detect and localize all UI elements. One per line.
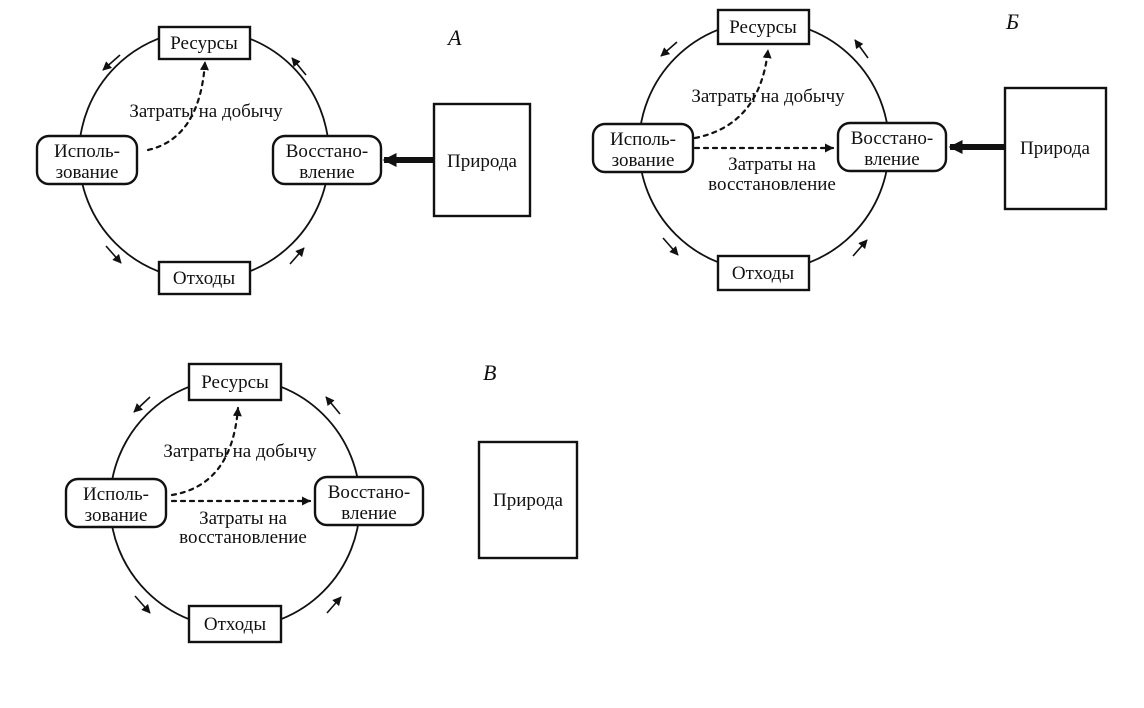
panel-b-nature-node xyxy=(1003,86,1108,211)
panel-a-resources-label: Ресурсы xyxy=(170,33,238,54)
panel-a-waste-label: Отходы xyxy=(173,268,235,289)
panel-a-use-label-1: Исполь- xyxy=(54,141,120,162)
panel-c-resources-node xyxy=(187,362,283,402)
panel-b-flow-arrow-bottom-left xyxy=(662,237,679,256)
panel-a: А Затраты на добычу Ресурсы Отходы Испол… xyxy=(35,25,532,296)
panel-c-use-label-1: Исполь- xyxy=(83,484,149,505)
panel-b-use-label-2: зование xyxy=(612,150,675,171)
panel-a-extraction-cost-label: Затраты на добычу xyxy=(129,101,283,122)
panel-b-restoration-cost-label-2: восстановление xyxy=(708,174,836,195)
panel-c-restoration-cost-label-1: Затраты на xyxy=(199,508,287,529)
panel-b-flow-arrow-top-left xyxy=(660,41,678,57)
panel-c-restore-label-1: Восстано- xyxy=(328,482,410,503)
panel-a-resources-node xyxy=(157,25,252,61)
panel-a-extraction-cost-arrow xyxy=(146,60,209,152)
panel-b-use-node xyxy=(591,122,695,174)
panel-a-nature-label: Природа xyxy=(447,151,518,172)
panel-c-flow-arrow-bottom-right xyxy=(326,596,342,614)
panel-b-flow-arrow-bottom-right xyxy=(852,239,868,257)
panel-a-flow-arrow-bottom-left xyxy=(105,245,122,264)
panel-b-resources-label: Ресурсы xyxy=(729,17,797,38)
panel-c-flow-arrow-top-right xyxy=(325,396,341,415)
panel-b: Б Затраты на добычу Затраты на восстанов… xyxy=(591,8,1108,292)
panel-b-extraction-cost-label: Затраты на добычу xyxy=(691,86,845,107)
panel-c-extraction-cost-label: Затраты на добычу xyxy=(163,441,317,462)
panel-c-restoration-cost-label-2: восстановление xyxy=(179,527,307,548)
panel-a-flow-arrow-bottom-right xyxy=(289,247,305,265)
panel-c-letter: В xyxy=(483,360,496,385)
panel-b-resources-node xyxy=(716,8,811,46)
panel-b-letter: Б xyxy=(1005,9,1019,34)
panel-c-restore-node xyxy=(313,475,425,527)
panel-a-restore-label-2: вление xyxy=(299,162,354,183)
panel-c-restore-label-2: вление xyxy=(341,503,396,524)
panel-c-resources-label: Ресурсы xyxy=(201,372,269,393)
panel-a-letter: А xyxy=(446,25,462,50)
panel-b-restore-label-1: Восстано- xyxy=(851,128,933,149)
panel-a-flow-arrow-top-left xyxy=(102,54,121,71)
panel-c-flow-arrow-bottom-left xyxy=(134,595,151,614)
panel-b-nature-label: Природа xyxy=(1020,138,1091,159)
panel-c-nature-label: Природа xyxy=(493,490,564,511)
panel-a-restore-label-1: Восстано- xyxy=(286,141,368,162)
panel-c-extraction-cost-arrow xyxy=(170,406,242,497)
panel-c: В Затраты на добычу Затраты на восстанов… xyxy=(64,360,579,644)
panel-b-restoration-cost-label-1: Затраты на xyxy=(728,154,816,175)
panel-b-flow-arrow-top-right xyxy=(854,39,869,59)
panel-a-use-label-2: зование xyxy=(56,162,119,183)
panel-a-waste-node xyxy=(157,260,252,296)
panel-a-restore-node xyxy=(271,134,383,186)
panel-c-waste-label: Отходы xyxy=(204,614,266,635)
panel-a-use-node xyxy=(35,134,139,186)
panel-a-flow-arrow-top-right xyxy=(291,57,307,76)
panel-b-restore-label-2: вление xyxy=(864,149,919,170)
panel-b-waste-node xyxy=(716,254,811,292)
panel-c-use-label-2: зование xyxy=(85,505,148,526)
panel-c-flow-arrow-top-left xyxy=(133,396,151,413)
panel-c-nature-node xyxy=(477,440,579,560)
panel-c-use-node xyxy=(64,477,168,529)
panel-b-waste-label: Отходы xyxy=(732,263,794,284)
panel-b-use-label-1: Исполь- xyxy=(610,129,676,150)
panel-b-extraction-cost-arrow xyxy=(693,48,772,140)
panel-b-restore-node xyxy=(836,121,948,173)
panel-a-nature-node xyxy=(432,102,532,218)
panel-c-waste-node xyxy=(187,604,283,644)
